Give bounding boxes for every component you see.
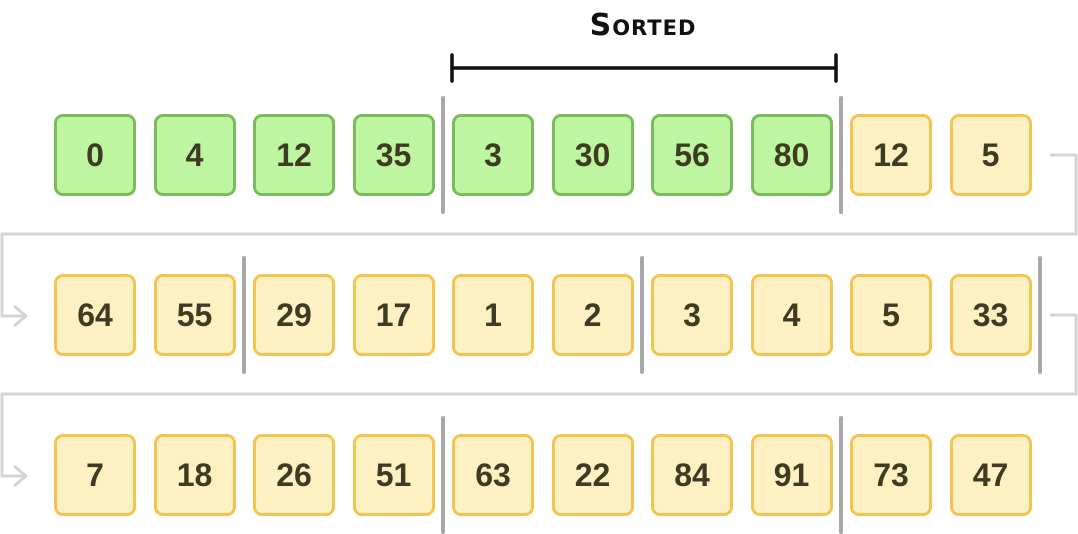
array-cell: 0 <box>54 114 136 196</box>
array-cell: 26 <box>253 434 335 516</box>
array-cell: 80 <box>750 114 833 196</box>
partition-divider <box>242 256 247 374</box>
sorted-bracket <box>450 53 838 83</box>
array-cell: 7 <box>54 434 136 516</box>
array-cell: 55 <box>153 274 236 356</box>
array-cell: 1 <box>452 274 534 356</box>
array-cell: 3 <box>452 114 534 196</box>
array-cell: 3 <box>651 274 733 356</box>
array-cell: 4 <box>750 274 833 356</box>
partition-divider <box>640 256 645 374</box>
array-cell: 12 <box>253 114 335 196</box>
sorted-label: Sorted <box>589 8 697 43</box>
array-cell: 12 <box>850 114 932 196</box>
array-cell: 33 <box>949 274 1032 356</box>
connector-row1-to-row2 <box>0 153 1078 318</box>
array-cell: 73 <box>850 434 932 516</box>
array-cell: 18 <box>153 434 236 516</box>
array-cell: 47 <box>949 434 1032 516</box>
row-connectors <box>0 153 1078 488</box>
connector-row2-to-row3 <box>0 313 1078 478</box>
array-cell: 17 <box>352 274 435 356</box>
array-cell: 30 <box>551 114 634 196</box>
arrowhead-row3-icon <box>13 464 28 488</box>
array-cell: 35 <box>352 114 435 196</box>
partition-divider <box>839 416 844 534</box>
partition-divider <box>441 416 446 534</box>
partition-divider <box>1038 256 1043 374</box>
array-cell: 5 <box>949 114 1032 196</box>
partition-divider <box>441 96 446 214</box>
array-cell: 84 <box>651 434 733 516</box>
arrowhead-row2-icon <box>13 304 28 328</box>
partition-divider <box>839 96 844 214</box>
array-cell: 51 <box>352 434 435 516</box>
array-cell: 56 <box>651 114 733 196</box>
array-cell: 91 <box>750 434 833 516</box>
array-cell: 63 <box>452 434 534 516</box>
array-cell: 5 <box>850 274 932 356</box>
array-cell: 2 <box>551 274 634 356</box>
array-cell: 4 <box>153 114 236 196</box>
array-cell: 29 <box>253 274 335 356</box>
array-cell: 22 <box>551 434 634 516</box>
array-cell: 64 <box>54 274 136 356</box>
